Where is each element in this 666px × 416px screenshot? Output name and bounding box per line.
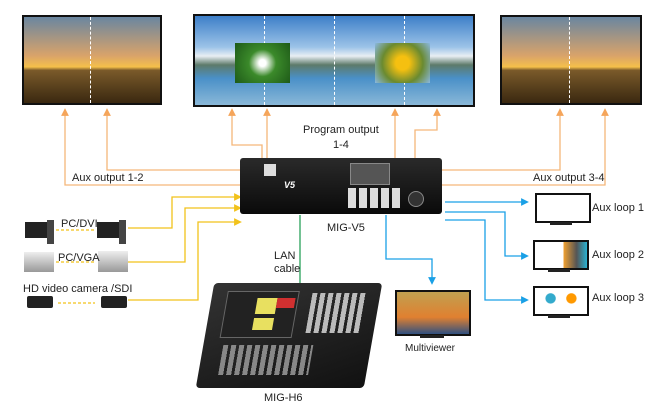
program-output-range: 1-4 xyxy=(333,139,349,151)
pip-window-flowers xyxy=(235,43,290,83)
aux-loop-2-monitor xyxy=(533,240,589,270)
knob-icon xyxy=(408,191,424,207)
aux-output-12-label: Aux output 1-2 xyxy=(72,172,144,184)
cable-label: cable xyxy=(274,263,301,275)
multiviewer-label: Multiviewer xyxy=(405,343,456,354)
pip-window-sunflowers xyxy=(375,43,430,83)
device-badge: V5 xyxy=(284,180,296,190)
lan-label: LAN xyxy=(274,250,296,262)
program-output-label: Program output xyxy=(303,124,379,136)
vga-input-line xyxy=(128,204,242,263)
logo-icon xyxy=(264,164,276,176)
aux-34-line-a xyxy=(442,108,609,186)
aux-loop-1-monitor xyxy=(535,193,591,223)
monitor-stand xyxy=(550,222,572,225)
aux-34-line-b xyxy=(442,108,564,171)
aux-screen-right xyxy=(500,15,642,105)
monitor-stand xyxy=(548,315,570,318)
program-led-wall xyxy=(193,14,475,107)
dvi-input-line xyxy=(128,193,242,229)
hd-camera-label: HD video camera /SDI xyxy=(23,283,133,295)
aux-screen-left xyxy=(22,15,162,105)
monitor-stand xyxy=(420,335,444,338)
pc-dvi-label: PC/DVI xyxy=(61,218,98,230)
program-line-1 xyxy=(228,108,263,160)
aux-output-34-label: Aux output 3-4 xyxy=(533,172,605,184)
aux-loop-1-label: Aux loop 1 xyxy=(592,202,644,214)
button-panel xyxy=(348,188,403,208)
sdi-input-line xyxy=(128,218,242,301)
loop-3-line xyxy=(445,219,529,304)
aux-12-line-a xyxy=(61,108,240,186)
mig-v5-label: MIG-V5 xyxy=(327,222,365,234)
mig-h6-label: MIG-H6 xyxy=(264,392,303,404)
mig-v5-device: V5 xyxy=(240,158,442,214)
multiviewer-line xyxy=(385,215,436,285)
aux-loop-3-monitor xyxy=(533,286,589,316)
monitor-stand xyxy=(548,269,570,272)
multiviewer-monitor xyxy=(395,290,471,336)
loop-2-line xyxy=(445,211,529,260)
pc-vga-label: PC/VGA xyxy=(58,252,100,264)
aux-loop-2-label: Aux loop 2 xyxy=(592,249,644,261)
lcd-display xyxy=(350,163,390,185)
aux-12-line-b xyxy=(103,108,240,171)
aux-loop-3-label: Aux loop 3 xyxy=(592,292,644,304)
mig-h6-console xyxy=(195,283,383,388)
program-line-4 xyxy=(414,108,441,160)
